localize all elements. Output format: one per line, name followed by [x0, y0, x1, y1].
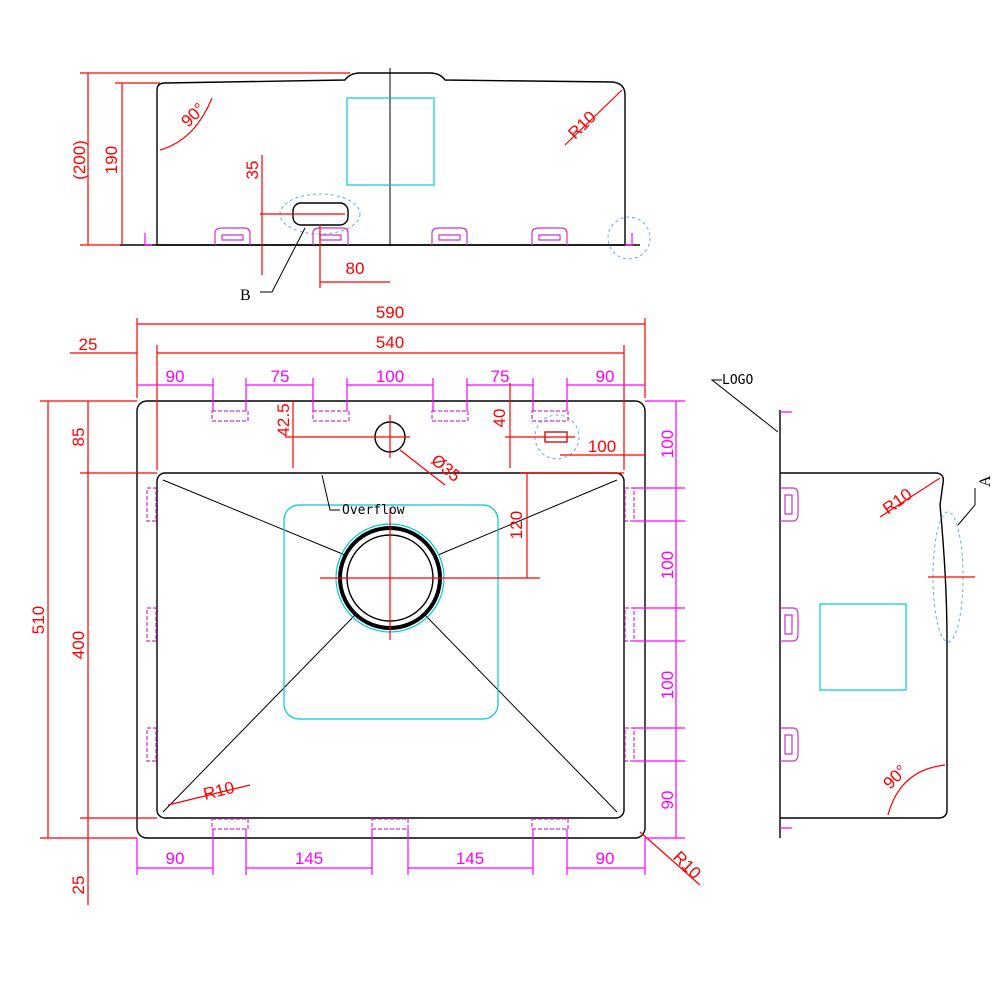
side-radius-leader	[879, 477, 941, 518]
plan-clip-l2	[146, 607, 157, 642]
leader-a	[957, 488, 976, 526]
side-angle-arc	[887, 764, 946, 816]
dim-label-85: 85	[69, 428, 88, 447]
leader-dia35	[399, 449, 446, 486]
dim-label-40: 40	[490, 409, 509, 428]
cyan-inner-box	[283, 504, 499, 720]
dim-label-190: 190	[102, 146, 121, 174]
dim-label-25-bottom: 25	[69, 876, 88, 895]
right-seg-label-2: 100	[658, 551, 677, 579]
plan-clip-l3	[146, 727, 157, 762]
side-clip-2	[780, 607, 799, 642]
dim-label-400: 400	[69, 631, 88, 659]
clip-1	[214, 227, 251, 245]
plan-clip-b1	[211, 818, 249, 830]
plan-view: 590 540 25 90 75 100 75 90 42.5 40	[29, 303, 705, 905]
radius-leader-top	[564, 89, 623, 146]
diagonal-bl	[162, 614, 356, 813]
plan-clip-2	[312, 410, 350, 422]
bottom-seg-label-4: 90	[596, 849, 615, 868]
side-radius-label: R10	[879, 485, 915, 519]
side-cyan-box	[819, 603, 907, 691]
seg-label-3: 100	[376, 367, 404, 386]
seg-ticks-bottom	[136, 829, 646, 875]
radius-label-outer: R10	[669, 847, 704, 882]
side-markers	[780, 411, 792, 829]
radius-label-inner: R10	[201, 778, 236, 804]
bottom-seg-label-1: 90	[166, 849, 185, 868]
plan-clip-l1	[146, 487, 157, 522]
seg-ticks-right	[634, 400, 685, 839]
diagonal-tl	[162, 479, 346, 556]
seg-label-4: 75	[491, 367, 510, 386]
leader-b	[260, 227, 306, 293]
radius-label-top: R10	[564, 107, 599, 142]
inner-bowl	[156, 472, 625, 819]
elevation-outline	[156, 72, 626, 246]
dim-label-100-overflow: 100	[588, 437, 616, 456]
diagonal-br	[424, 614, 618, 813]
clip-4	[531, 227, 568, 245]
dim-label-42-5: 42.5	[274, 403, 293, 436]
logo-label: LOGO	[722, 373, 753, 388]
dim-label-120: 120	[507, 511, 526, 539]
plan-clip-r1	[624, 487, 635, 522]
overflow-label: Overflow	[342, 503, 405, 518]
right-seg-label-4: 90	[658, 791, 677, 810]
bottom-seg-label-2: 145	[295, 849, 323, 868]
angle-arc-90-top	[159, 97, 213, 151]
side-clip-1	[780, 487, 799, 522]
right-seg-label-1: 100	[658, 430, 677, 458]
radius-leader-inner	[167, 784, 251, 806]
angle-label-90-top: 90°	[177, 99, 209, 131]
outer-rim	[136, 400, 646, 839]
seg-ticks-top	[212, 378, 568, 411]
plan-clip-3	[431, 410, 469, 422]
seg-label-2: 75	[271, 367, 290, 386]
plan-clip-b3	[531, 818, 569, 830]
side-outline	[780, 472, 948, 819]
elevation-cyan-box	[346, 97, 435, 186]
bottom-seg-label-3: 145	[456, 849, 484, 868]
clip-3	[431, 227, 468, 245]
dim-label-80: 80	[346, 259, 365, 278]
side-angle-label: 90°	[879, 761, 911, 793]
base-markers	[144, 233, 633, 246]
dim-label-510: 510	[29, 606, 48, 634]
side-elevation-view: LOGO A R10 90°	[710, 373, 994, 838]
dim-label-25-top: 25	[79, 335, 98, 354]
dim-label-540: 540	[376, 333, 404, 352]
leader-overflow	[321, 474, 340, 511]
plan-clip-r3	[624, 727, 635, 762]
detail-circle-corner	[607, 216, 651, 260]
right-seg-label-3: 100	[658, 671, 677, 699]
dim-label-dia35: Ø35	[427, 451, 464, 486]
label-b: B	[240, 287, 251, 304]
radius-leader-outer	[639, 831, 701, 886]
dim-label-590: 590	[376, 303, 404, 322]
plan-clip-1	[211, 410, 249, 422]
side-clip-3	[780, 727, 799, 762]
plan-clip-r2	[624, 607, 635, 642]
dim-label-200: (200)	[70, 140, 89, 180]
label-a: A	[977, 475, 994, 487]
leader-logo	[710, 379, 779, 433]
plan-clip-b2	[371, 818, 409, 830]
dim-label-35: 35	[243, 161, 262, 180]
seg-label-1: 90	[166, 367, 185, 386]
plan-clip-4	[531, 410, 569, 422]
seg-label-5: 90	[596, 367, 615, 386]
front-elevation-view: (200) 190 90° R10 35 80 B	[70, 68, 651, 304]
